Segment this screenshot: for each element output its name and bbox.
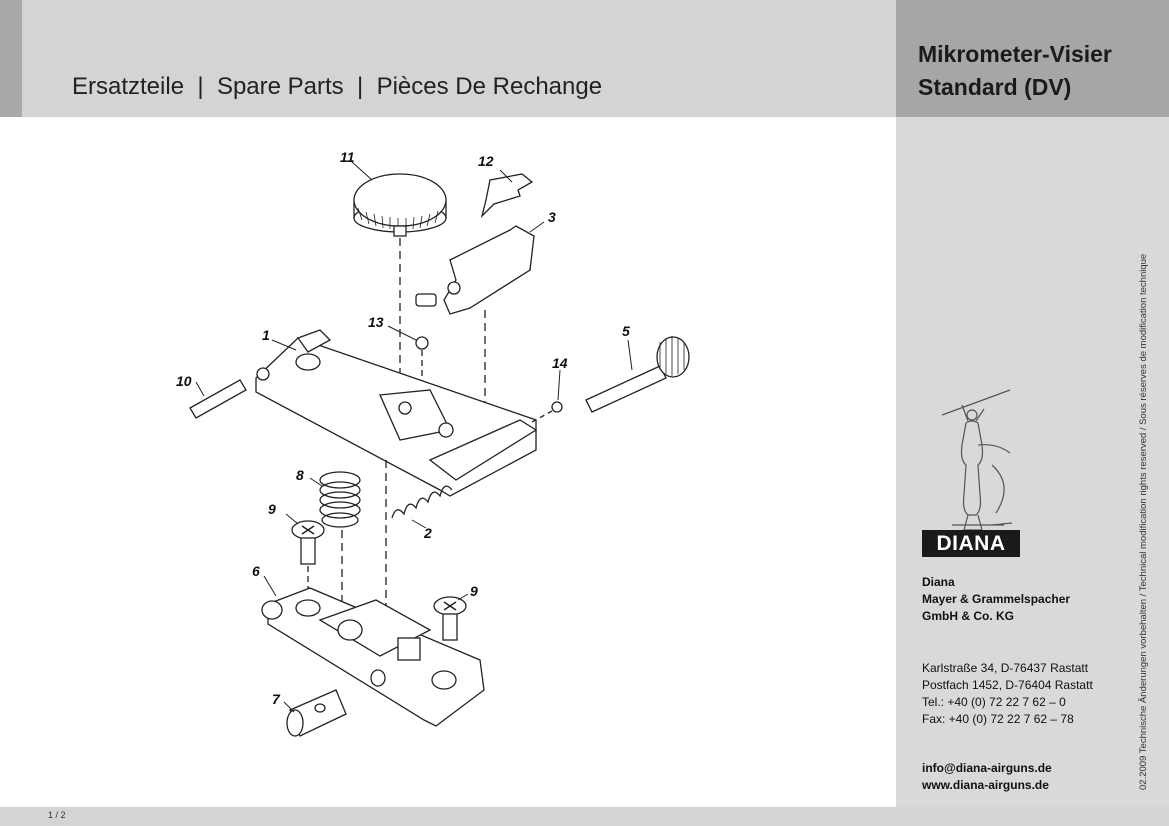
part-label-13: 13 (368, 314, 384, 330)
right-sidebar: Mikrometer-Visier Standard (DV) (896, 0, 1169, 807)
product-title-line1: Mikrometer-Visier (918, 41, 1112, 67)
product-title-line2: Standard (DV) (918, 74, 1072, 100)
product-title: Mikrometer-Visier Standard (DV) (918, 38, 1112, 104)
part-label-3: 3 (548, 209, 556, 225)
part-2-spring-shape (391, 485, 453, 519)
address-tel: Tel.: +40 (0) 72 22 7 62 – 0 (922, 695, 1066, 709)
company-line2: Mayer & Grammelspacher (922, 592, 1071, 606)
address-postbox: Postfach 1452, D-76404 Rastatt (922, 678, 1093, 692)
page-number: 1 / 2 (48, 810, 66, 820)
exploded-parts-diagram: 11 12 3 13 1 10 14 5 2 8 9 6 9 7 (176, 149, 690, 737)
part-9-screw-right-shape (433, 596, 467, 641)
company-line1: Diana (922, 575, 955, 589)
page-title: Ersatzteile | Spare Parts | Pièces De Re… (72, 73, 603, 100)
address-street: Karlstraße 34, D-76437 Rastatt (922, 661, 1089, 675)
part-label-14: 14 (552, 355, 568, 371)
part-1-body-shape (255, 329, 538, 497)
part-label-5: 5 (622, 323, 630, 339)
part-label-11: 11 (340, 149, 355, 165)
part-label-7: 7 (272, 691, 281, 707)
part-label-9-left: 9 (268, 501, 276, 517)
part-5-screw-shape (585, 336, 690, 413)
part-label-12: 12 (478, 153, 494, 169)
part-label-6: 6 (252, 563, 260, 579)
part-label-9-right: 9 (470, 583, 478, 599)
part-9-screw-left-shape (291, 520, 325, 565)
part-label-1: 1 (262, 327, 270, 343)
left-accent-bar (0, 0, 22, 117)
part-7-cylinder-shape (286, 689, 347, 737)
company-name: Diana Mayer & Grammelspacher GmbH & Co. … (922, 574, 1070, 625)
footer-band (0, 807, 1169, 826)
part-label-8: 8 (296, 467, 304, 483)
part-11-knob-shape (353, 173, 447, 237)
part-10-pin-shape (189, 379, 247, 419)
contact-info: info@diana-airguns.de www.diana-airguns.… (922, 760, 1052, 794)
part-12-plate-shape (480, 173, 534, 219)
part-label-10: 10 (176, 373, 192, 389)
diana-logo: DIANA (922, 530, 1020, 557)
part-6-base-shape (261, 587, 485, 727)
product-header: Mikrometer-Visier Standard (DV) (896, 0, 1169, 117)
company-line3: GmbH & Co. KG (922, 609, 1014, 623)
part-label-2: 2 (423, 525, 432, 541)
part-8-spring-shape (319, 471, 361, 528)
company-address: Karlstraße 34, D-76437 Rastatt Postfach … (922, 660, 1093, 728)
header-band (0, 0, 896, 117)
part-3-slider-shape (415, 225, 535, 315)
address-fax: Fax: +40 (0) 72 22 7 62 – 78 (922, 712, 1074, 726)
contact-email[interactable]: info@diana-airguns.de (922, 761, 1052, 775)
modification-note: 02.2009 Technische Änderungen vorbehalte… (1138, 253, 1149, 790)
contact-website[interactable]: www.diana-airguns.de (922, 778, 1049, 792)
